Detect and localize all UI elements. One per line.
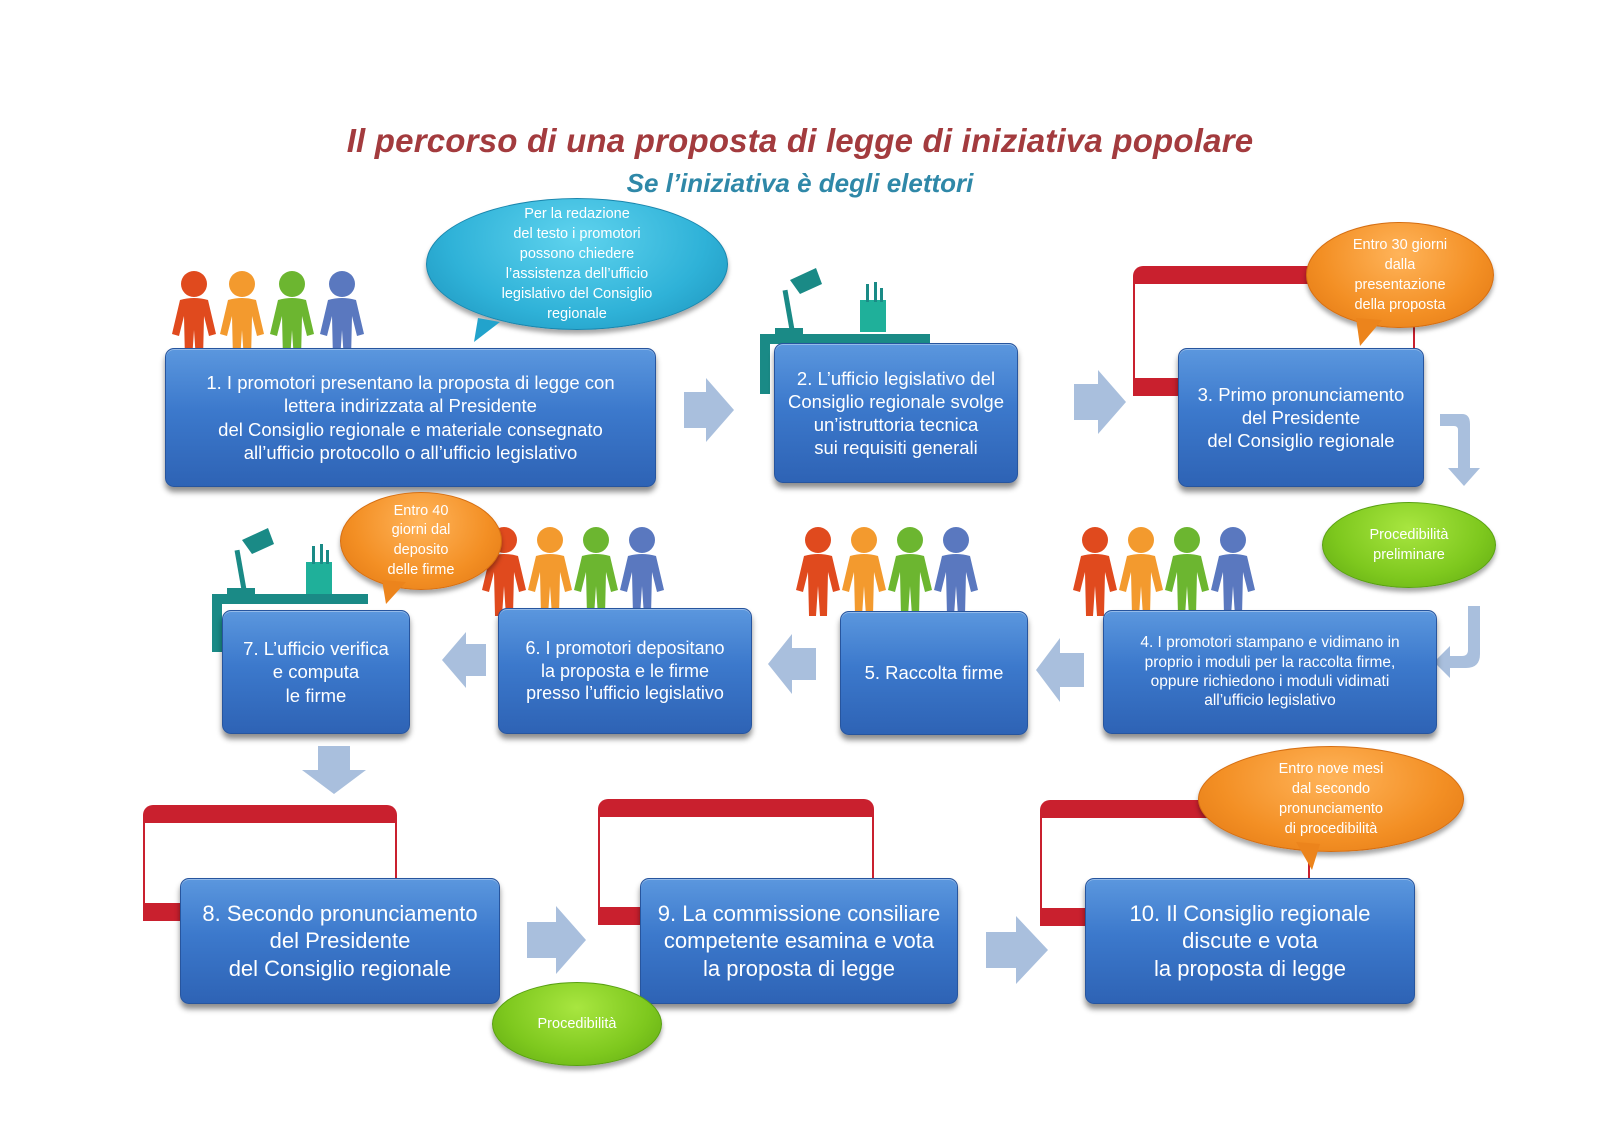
step-7-box: 7. L’ufficio verifica e computa le firme (222, 610, 410, 734)
step-10-box: 10. Il Consiglio regionale discute e vot… (1085, 878, 1415, 1004)
left-arrow-icon (768, 634, 816, 694)
desk-lamp-icon (212, 528, 368, 652)
people-group-icon (172, 271, 364, 360)
down-arrow-icon (302, 746, 366, 794)
preliminary-procedibility-bubble: Procedibilità preliminare (1322, 502, 1496, 588)
assistance-note-bubble: Per la redazione del testo i promotori p… (426, 198, 728, 330)
people-group-icon (796, 527, 978, 616)
desk-lamp-icon (760, 268, 930, 394)
step-5-box: 5. Raccolta firme (840, 611, 1028, 735)
deadline-nine-months-bubble: Entro nove mesi dal secondo pronunciamen… (1198, 746, 1464, 852)
step-8-box: 8. Secondo pronunciamento del Presidente… (180, 878, 500, 1004)
step-1-box: 1. I promotori presentano la proposta di… (165, 348, 656, 487)
right-arrow-icon (986, 916, 1048, 984)
page-title: Il percorso di una proposta di legge di … (346, 122, 1254, 159)
step-4-box: 4. I promotori stampano e vidimano in pr… (1103, 610, 1437, 734)
bubble-tail (474, 318, 500, 342)
step-3-box: 3. Primo pronunciamento del Presidente d… (1178, 348, 1424, 487)
left-arrow-icon (1036, 638, 1084, 702)
step-9-box: 9. La commissione consiliare competente … (640, 878, 958, 1004)
bubble-tail (382, 580, 406, 604)
right-arrow-icon (684, 378, 734, 442)
people-group-icon (1073, 527, 1255, 616)
procedibility-bubble: Procedibilità (492, 982, 662, 1066)
bubble-tail (1296, 842, 1320, 870)
step-6-box: 6. I promotori depositano la proposta e … (498, 608, 752, 734)
people-group-icon (482, 527, 664, 616)
step-2-box: 2. L’ufficio legislativo del Consiglio r… (774, 343, 1018, 483)
right-arrow-icon (527, 906, 586, 974)
curved-down-arrow-icon (1434, 606, 1480, 678)
right-arrow-icon (1074, 370, 1126, 434)
deadline-40-days-bubble: Entro 40 giorni dal deposito delle firme (340, 492, 502, 590)
page-subtitle: Se l’iniziativa è degli elettori (626, 168, 974, 198)
deadline-30-days-bubble: Entro 30 giorni dalla presentazione dell… (1306, 222, 1494, 328)
curved-down-arrow-icon (1440, 414, 1480, 486)
bubble-tail (1356, 318, 1382, 346)
left-arrow-icon (442, 632, 486, 688)
